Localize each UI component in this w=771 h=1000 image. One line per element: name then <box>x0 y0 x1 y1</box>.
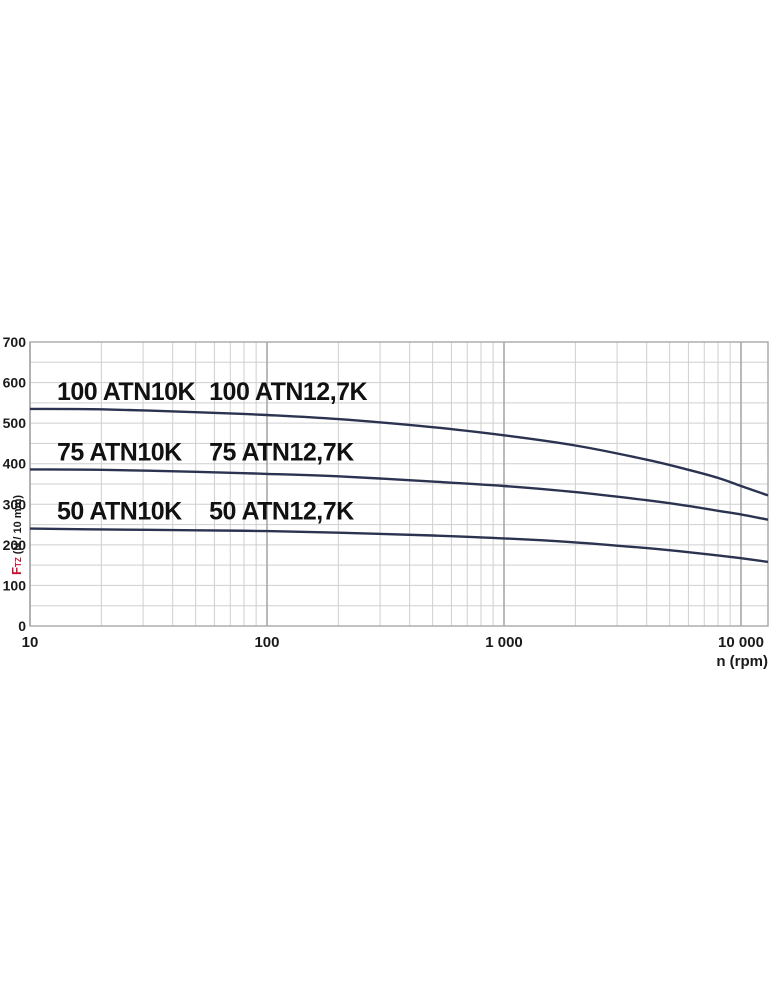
y-tick-label: 400 <box>3 456 27 472</box>
series-lines <box>29 407 769 564</box>
series-line <box>29 468 769 521</box>
x-tick-label: 10 000 <box>718 634 764 651</box>
series-label: 50 ATN10K <box>57 498 182 526</box>
series-labels: 100 ATN10K 100 ATN12,7K 75 ATN10K 75 ATN12,… <box>57 378 368 526</box>
series-label: 100 ATN12,7K <box>209 378 367 406</box>
y-tick-label: 300 <box>3 496 27 512</box>
x-tick-label: 10 <box>22 634 39 651</box>
y-tick-label: 0 <box>18 618 26 634</box>
y-tick-label: 100 <box>3 577 27 593</box>
series-label: 75 ATN12,7K <box>209 438 354 466</box>
series-label: 100 ATN10K <box>57 378 196 406</box>
y-tick-label: 200 <box>3 537 27 553</box>
tick-labels: 0 100 200 300 400 500 600 700 10 100 1 000 10 000 <box>3 334 764 651</box>
x-tick-label: 100 <box>254 634 279 651</box>
series-line <box>29 407 769 497</box>
y-axis-label-symbol: F <box>9 567 24 575</box>
y-axis-label-unit: (N / 10 mm) <box>12 495 24 555</box>
x-tick-label: 1 000 <box>485 634 523 651</box>
series-label: 75 ATN10K <box>57 438 182 466</box>
y-axis-label-subscript: TZ <box>14 557 23 567</box>
y-axis-label: FTZ (N / 10 mm) <box>9 495 24 575</box>
plot-frame <box>29 341 769 627</box>
y-tick-label: 700 <box>3 334 27 350</box>
y-tick-label: 600 <box>3 375 27 391</box>
y-tick-label: 500 <box>3 415 27 431</box>
series-label: 50 ATN12,7K <box>209 498 354 526</box>
x-axis-label: n (rpm) <box>716 653 768 670</box>
series-line <box>29 527 769 564</box>
grid <box>29 341 769 627</box>
